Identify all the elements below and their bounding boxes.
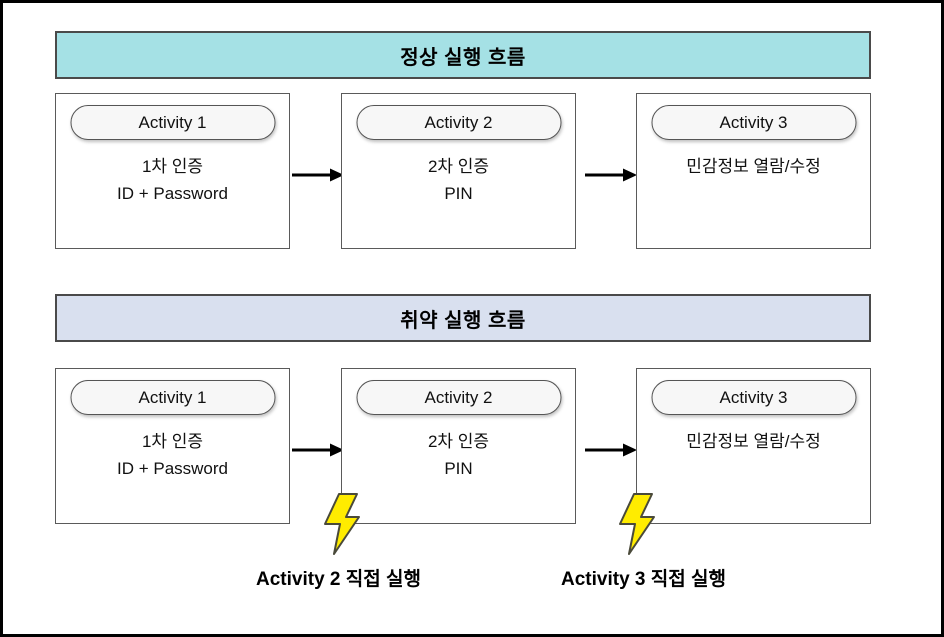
- normal-activity-1-line-1: 1차 인증: [141, 157, 204, 176]
- vulnerable-activity-1-line-1: 1차 인증: [141, 432, 204, 451]
- banner-vulnerable-flow: 취약 실행 흐름: [55, 294, 871, 342]
- vulnerable-activity-1-body: 1차 인증 ID + Password: [56, 431, 289, 481]
- vulnerable-activity-3-body: 민감정보 열람/수정: [637, 431, 870, 454]
- normal-activity-1-box: Activity 1 1차 인증 ID + Password: [55, 93, 290, 249]
- vulnerable-activity-2-body: 2차 인증 PIN: [342, 431, 575, 481]
- arrow-right-icon-normal-2: [585, 168, 637, 182]
- normal-activity-2-line-1: 2차 인증: [427, 157, 490, 176]
- vulnerable-activity-2-box: Activity 2 2차 인증 PIN: [341, 368, 576, 524]
- normal-activity-1-body: 1차 인증 ID + Password: [56, 156, 289, 206]
- vulnerable-activity-2-pill: Activity 2: [356, 380, 561, 415]
- arrow-right-icon-vulnerable-1: [292, 443, 344, 457]
- vulnerable-activity-3-box: Activity 3 민감정보 열람/수정: [636, 368, 871, 524]
- caption-activity2-direct-launch: Activity 2 직접 실행: [256, 569, 421, 590]
- caption-activity3-direct-launch: Activity 3 직접 실행: [561, 569, 726, 590]
- normal-activity-2-body: 2차 인증 PIN: [342, 156, 575, 206]
- normal-activity-1-pill-label: Activity 1: [138, 112, 207, 132]
- vulnerable-activity-3-pill-label: Activity 3: [719, 387, 788, 407]
- normal-activity-3-pill: Activity 3: [651, 105, 856, 140]
- normal-activity-1-pill: Activity 1: [70, 105, 275, 140]
- lightning-bolt-icon-activity2: [324, 493, 360, 555]
- vulnerable-activity-1-pill: Activity 1: [70, 380, 275, 415]
- banner-normal-flow-label: 정상 실행 흐름: [400, 46, 526, 69]
- vulnerable-activity-1-line-2: ID + Password: [116, 458, 228, 478]
- banner-normal-flow: 정상 실행 흐름: [55, 31, 871, 79]
- normal-activity-2-pill-label: Activity 2: [424, 112, 493, 132]
- arrow-right-icon-normal-1: [292, 168, 344, 182]
- normal-activity-3-box: Activity 3 민감정보 열람/수정: [636, 93, 871, 249]
- normal-activity-3-body: 민감정보 열람/수정: [637, 156, 870, 179]
- vulnerable-activity-2-pill-label: Activity 2: [424, 387, 493, 407]
- normal-activity-1-line-2: ID + Password: [116, 183, 228, 203]
- vulnerable-activity-1-box: Activity 1 1차 인증 ID + Password: [55, 368, 290, 524]
- banner-vulnerable-flow-label: 취약 실행 흐름: [400, 309, 526, 332]
- normal-activity-3-pill-label: Activity 3: [719, 112, 788, 132]
- normal-activity-2-line-2: PIN: [444, 183, 473, 203]
- vulnerable-activity-2-line-2: PIN: [444, 458, 473, 478]
- vulnerable-activity-3-line-1: 민감정보 열람/수정: [686, 432, 821, 451]
- lightning-bolt-icon-activity3: [619, 493, 655, 555]
- normal-activity-2-box: Activity 2 2차 인증 PIN: [341, 93, 576, 249]
- vulnerable-activity-2-line-1: 2차 인증: [427, 432, 490, 451]
- vulnerable-activity-1-pill-label: Activity 1: [138, 387, 207, 407]
- arrow-right-icon-vulnerable-2: [585, 443, 637, 457]
- normal-activity-3-line-1: 민감정보 열람/수정: [686, 157, 821, 176]
- vulnerable-activity-3-pill: Activity 3: [651, 380, 856, 415]
- normal-activity-2-pill: Activity 2: [356, 105, 561, 140]
